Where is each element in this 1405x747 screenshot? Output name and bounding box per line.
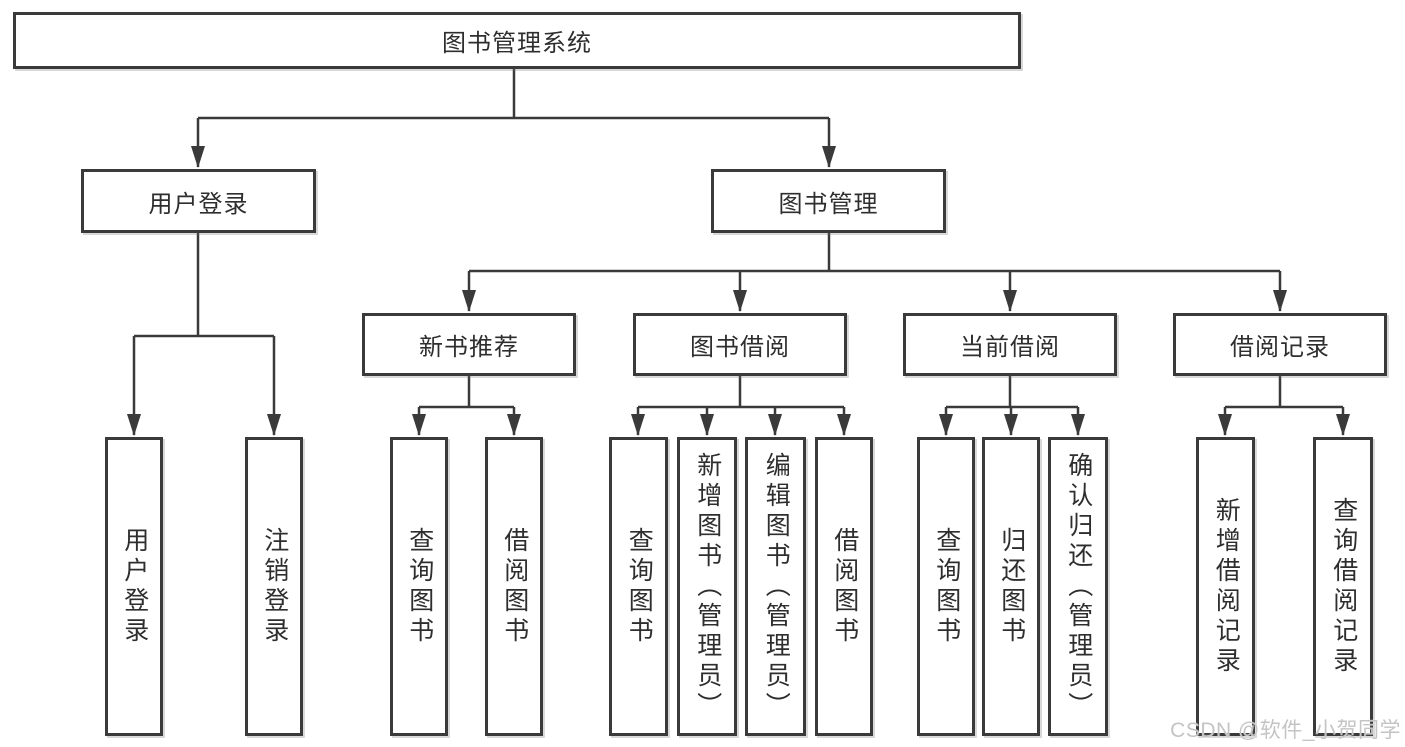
node-current-return-books: 归还图书 xyxy=(982,437,1040,736)
node-label: 注销登录 xyxy=(260,526,289,647)
node-borrowing-add-books-admin: 新增图书（管理员） xyxy=(677,437,737,736)
node-records-add-borrow-record: 新增借阅记录 xyxy=(1196,437,1255,736)
node-borrowing-borrow-books: 借阅图书 xyxy=(815,437,873,736)
node-label: 查询图书 xyxy=(625,526,654,647)
node-book-management: 图书管理 xyxy=(711,169,946,233)
node-newbook-query-books: 查询图书 xyxy=(390,437,448,736)
node-borrowing-edit-books-admin: 编辑图书（管理员） xyxy=(745,437,806,736)
node-library-management-system: 图书管理系统 xyxy=(13,12,1021,69)
node-label: 借阅图书 xyxy=(830,526,859,647)
node-label: 新书推荐 xyxy=(419,334,519,361)
csdn-watermark: CSDN @软件_小贺同学 xyxy=(1170,719,1401,742)
node-label: 新增借阅记录 xyxy=(1212,496,1241,677)
node-borrowing-records: 借阅记录 xyxy=(1173,313,1387,376)
node-label: 图书管理 xyxy=(778,190,879,218)
node-book-borrowing: 图书借阅 xyxy=(633,313,847,376)
node-label: 图书借阅 xyxy=(690,334,790,361)
node-new-book-recommendation: 新书推荐 xyxy=(362,313,576,376)
node-label: 借阅记录 xyxy=(1230,334,1330,361)
node-label: 确认归还（管理员） xyxy=(1064,451,1093,722)
node-label: 归还图书 xyxy=(997,526,1026,647)
node-label: 查询图书 xyxy=(405,526,434,647)
node-label: 新增图书（管理员） xyxy=(693,451,722,722)
node-user-login-branch: 用户登录 xyxy=(81,169,316,233)
node-userlogin-user-login: 用户登录 xyxy=(105,437,163,736)
node-label: 当前借阅 xyxy=(960,334,1060,361)
node-label: 查询图书 xyxy=(932,526,961,647)
node-borrowing-query-books: 查询图书 xyxy=(609,437,668,736)
node-current-confirm-return-admin: 确认归还（管理员） xyxy=(1048,437,1108,736)
node-records-query-borrow-record: 查询借阅记录 xyxy=(1313,437,1373,736)
node-label: 编辑图书（管理员） xyxy=(762,451,791,722)
node-label: 图书管理系统 xyxy=(442,30,592,57)
node-label: 查询借阅记录 xyxy=(1329,496,1358,677)
node-label: 借阅图书 xyxy=(500,526,529,647)
node-current-query-books: 查询图书 xyxy=(917,437,975,736)
node-userlogin-logout: 注销登录 xyxy=(245,437,303,736)
node-label: 用户登录 xyxy=(148,190,249,218)
node-label: 用户登录 xyxy=(120,526,149,647)
node-current-borrowing: 当前借阅 xyxy=(903,313,1117,376)
node-newbook-borrow-books: 借阅图书 xyxy=(485,437,543,736)
